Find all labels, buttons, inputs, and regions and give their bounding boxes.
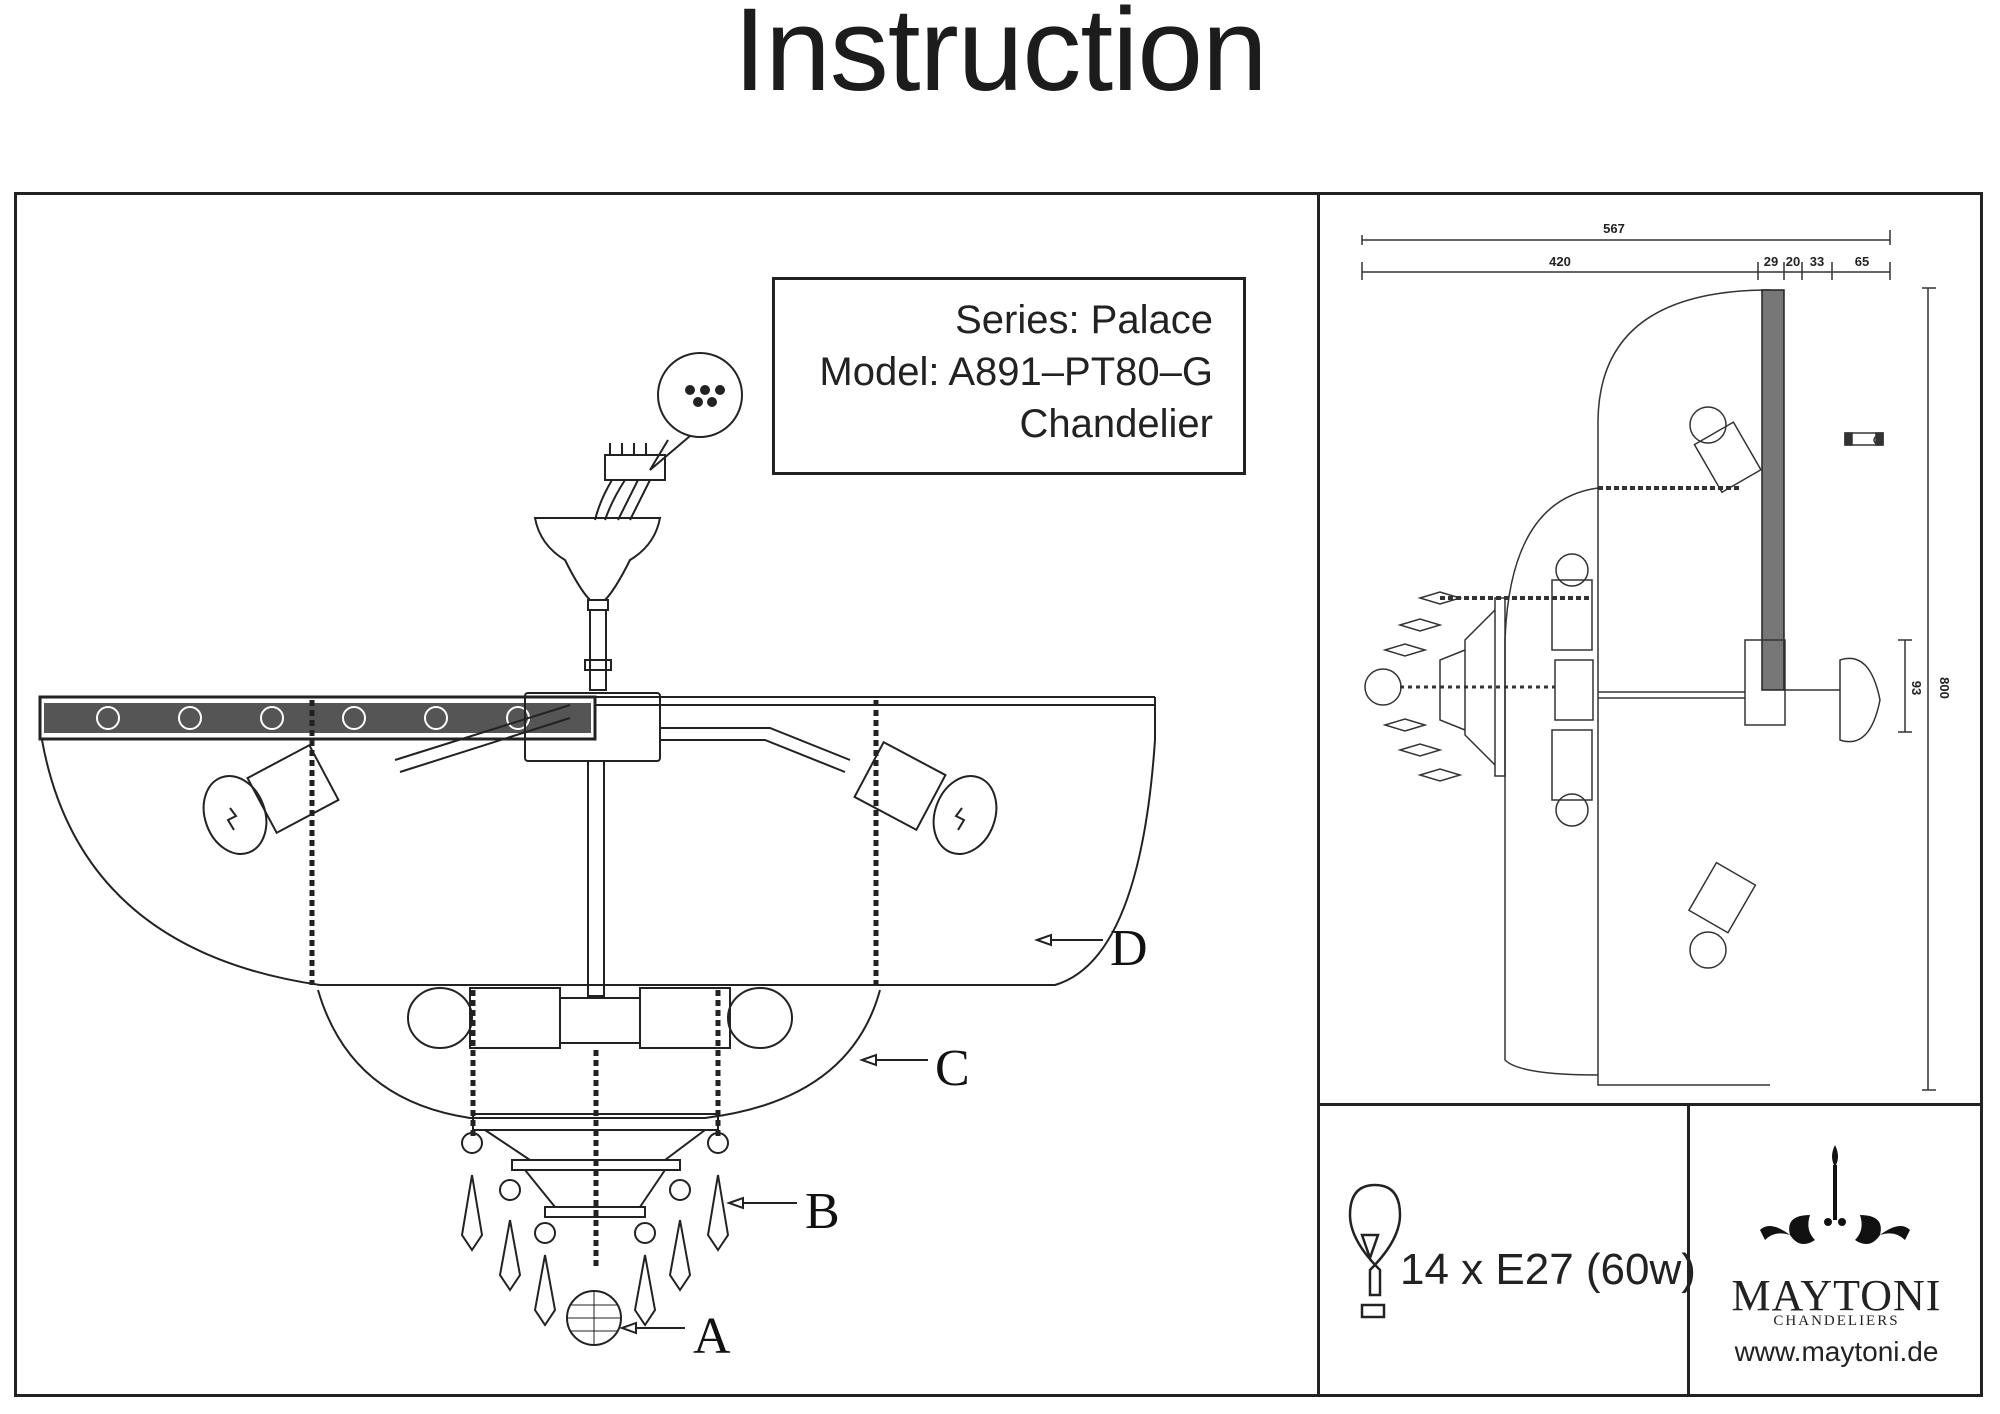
brand-tagline: CHANDELIERS (1773, 1313, 1900, 1329)
chandelier-ornament-icon (1760, 1145, 1910, 1244)
mounting-bracket-detail (1844, 432, 1884, 446)
product-type-label: Chandelier (1019, 402, 1213, 446)
upper-glass-shade (41, 739, 1156, 986)
side-canopy (1785, 657, 1881, 743)
part-label-b: B (805, 1183, 840, 1240)
model-label: Model: A891–PT80–G (819, 350, 1213, 394)
light-bulb-icon (1348, 1183, 1402, 1319)
dim-segment-1: 420 (1549, 254, 1571, 269)
upper-arm-left (202, 704, 571, 855)
product-info-box: Series: Palace Model: A891–PT80–G Chande… (772, 277, 1246, 475)
crystal-frame (460, 1113, 730, 1327)
document-title: Instruction (733, 0, 1267, 116)
footer-divider (1687, 1103, 1690, 1397)
side-upper-shade (1597, 289, 1771, 1086)
dim-segment-4: 33 (1810, 254, 1824, 269)
wiring-diagram-icon (594, 352, 743, 521)
lower-glass-shade (317, 989, 881, 1119)
instruction-frame (14, 192, 1983, 1397)
brand-name: MAYTONI (1731, 1271, 1942, 1320)
part-label-d: D (1110, 920, 1148, 977)
side-crystals (1364, 591, 1555, 782)
dim-segment-5: 65 (1855, 254, 1869, 269)
center-stem (587, 760, 605, 997)
panel-divider-horizontal (1317, 1103, 1983, 1106)
lower-bulbs (407, 987, 793, 1049)
dim-canopy-height: 93 (1909, 681, 1924, 695)
dimension-lines (1361, 230, 1936, 1091)
side-hub (1744, 639, 1786, 726)
canopy (533, 517, 662, 691)
panel-divider-vertical (1317, 192, 1320, 1397)
part-leaders (619, 933, 1103, 1335)
brand-url[interactable]: www.maytoni.de (1734, 1336, 1939, 1367)
side-lower-shade (1504, 487, 1599, 1076)
part-label-a: A (693, 1308, 731, 1365)
bulb-specification: 14 x E27 (60w) (1400, 1245, 1696, 1294)
side-decorative-band (1761, 289, 1785, 691)
dim-height: 800 (1937, 677, 1952, 699)
series-label: Series: Palace (955, 298, 1213, 342)
dim-overall-width: 567 (1603, 221, 1625, 236)
upper-arm-right (660, 727, 998, 855)
part-label-c: C (935, 1040, 970, 1097)
dim-segment-2: 29 (1764, 254, 1778, 269)
dim-segment-3: 20 (1786, 254, 1800, 269)
side-bulbs (1551, 406, 1762, 969)
